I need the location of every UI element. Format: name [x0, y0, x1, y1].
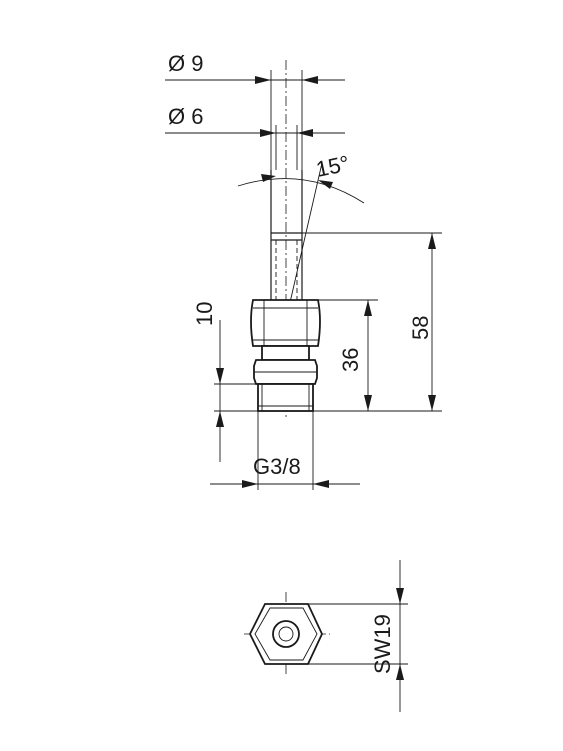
- length-58-dimension: 58: [302, 232, 442, 412]
- length-10-dimension: 10: [192, 302, 258, 462]
- length-36-label: 36: [338, 348, 363, 372]
- thread-g38-label: G3/8: [253, 454, 301, 479]
- fitting-top-view: [244, 592, 330, 676]
- diameter-9-label: Ø 9: [168, 51, 203, 76]
- diameter-6-label: Ø 6: [168, 104, 203, 129]
- diameter-6-dimension: Ø 6: [165, 104, 345, 170]
- length-10-label: 10: [192, 302, 217, 326]
- diameter-9-dimension: Ø 9: [165, 51, 345, 240]
- thread-g38-dimension: G3/8: [210, 411, 360, 490]
- length-58-label: 58: [408, 316, 433, 340]
- angle-15-dimension: 15°: [237, 151, 365, 321]
- angle-15-label: 15°: [314, 151, 352, 182]
- wrench-sw19-dimension: SW19: [308, 560, 408, 712]
- length-36-dimension: 36: [318, 299, 378, 411]
- wrench-sw19-label: SW19: [370, 614, 395, 674]
- fitting-side-view: [250, 60, 321, 420]
